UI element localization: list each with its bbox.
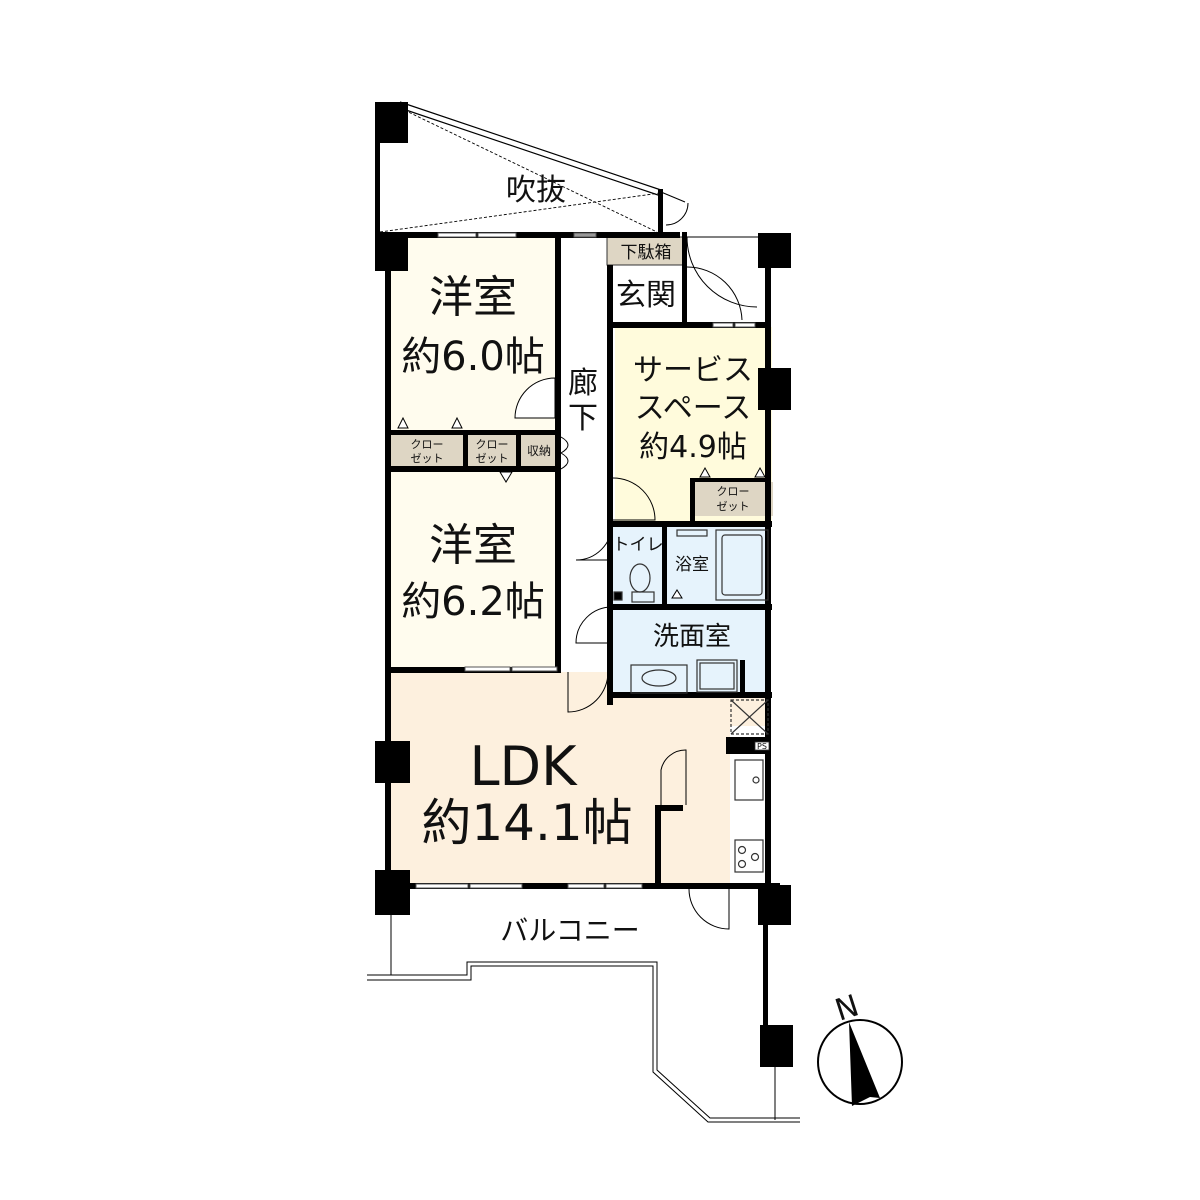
bedroom-2-name: 洋室 <box>429 520 517 571</box>
shoe-box-label: 下駄箱 <box>621 243 672 263</box>
storage-fill <box>521 434 557 468</box>
compass: N <box>817 988 903 1106</box>
closet-1-line1: クロー <box>411 438 444 451</box>
storage-label: 収納 <box>527 444 551 458</box>
toilet-label: トイレ <box>613 535 664 555</box>
kitchen-sink-icon <box>734 759 764 801</box>
doors <box>514 202 758 930</box>
compass-north-label: N <box>831 988 863 1028</box>
ldk-name: LDK <box>469 735 578 798</box>
washing-machine-icon <box>696 659 738 693</box>
bathroom-fill <box>667 527 771 605</box>
windows <box>415 232 756 889</box>
sink-icon <box>641 669 677 687</box>
closet-3-fill <box>695 482 773 516</box>
service-space-size: 約4.9帖 <box>639 430 747 465</box>
washroom-label: 洗面室 <box>653 622 731 652</box>
bedroom-1-size: 約6.0帖 <box>401 334 545 380</box>
bathtub-icon <box>715 529 769 601</box>
bedroom-1-name: 洋室 <box>429 272 517 323</box>
balcony-label: バルコニー <box>500 914 639 947</box>
closet-door-markers <box>397 416 766 599</box>
closet-2-line2: ゼット <box>476 452 509 465</box>
stove-icon <box>734 839 764 873</box>
hallway-label-top: 廊 <box>568 366 598 401</box>
void-label: 吹抜 <box>506 173 566 208</box>
closet-3-line1: クロー <box>717 485 750 498</box>
entrance-label: 玄関 <box>616 278 676 313</box>
bathroom-label: 浴室 <box>675 555 709 575</box>
service-space-line1: サービス <box>633 353 753 388</box>
shoe-box-fill <box>606 236 685 266</box>
ldk-size: 約14.1帖 <box>421 794 632 852</box>
ps-label: PS <box>757 742 767 751</box>
closet-3-line2: ゼット <box>717 500 750 513</box>
void-area <box>379 101 686 233</box>
closet-2-line1: クロー <box>476 438 509 451</box>
bedroom-2-size: 約6.2帖 <box>401 579 545 625</box>
closet-1-line2: ゼット <box>411 452 444 465</box>
closet-2-fill <box>468 434 516 468</box>
bedroom-2-fill <box>390 470 557 668</box>
balcony-outline <box>367 915 800 1123</box>
hallway-label-bottom: 下 <box>568 401 598 436</box>
fixtures <box>613 529 769 873</box>
service-space-line2: スペース <box>635 391 751 426</box>
closet-1-fill <box>391 434 463 468</box>
